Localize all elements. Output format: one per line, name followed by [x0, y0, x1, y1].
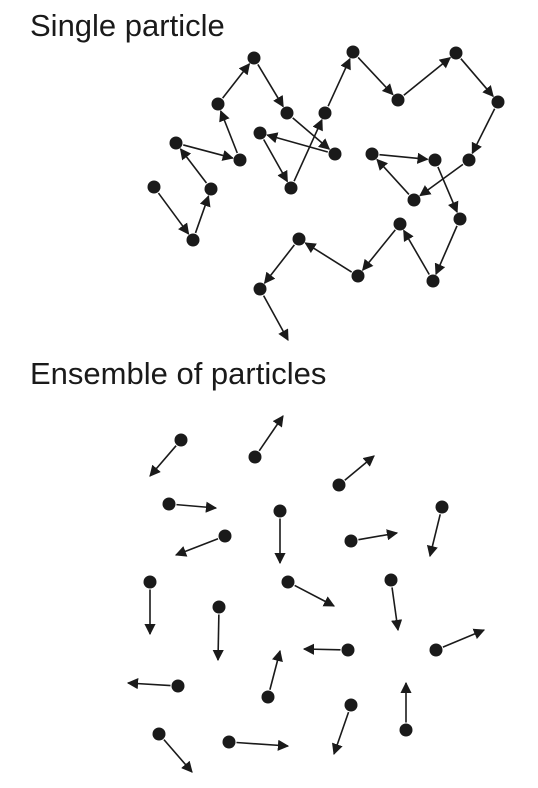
- walk-position-dot: [318, 106, 332, 120]
- ensemble-particle-dot: [174, 433, 188, 447]
- walk-step-arrow: [460, 58, 494, 98]
- walk-position-dot: [211, 97, 225, 111]
- walk-position-dot: [169, 136, 183, 150]
- particle-velocity-arrow: [344, 455, 375, 481]
- walk-step-arrow: [262, 139, 289, 183]
- walk-step-arrow: [219, 109, 239, 154]
- ensemble-of-particles-diagram: [126, 415, 486, 773]
- walk-step-arrow: [194, 195, 211, 234]
- particle-velocity-arrow: [269, 649, 283, 690]
- particle-velocity-arrow: [332, 711, 350, 756]
- walk-position-dot: [351, 269, 365, 283]
- ensemble-particle-dot: [332, 478, 346, 492]
- walk-position-dot: [204, 182, 218, 196]
- ensemble-particle-dot: [273, 504, 287, 518]
- ensemble-particle-dot: [152, 727, 166, 741]
- walk-position-dot: [453, 212, 467, 226]
- walk-step-arrow: [419, 163, 464, 197]
- particle-velocity-arrow: [163, 739, 193, 773]
- walk-position-dot: [247, 51, 261, 65]
- ensemble-particle-dot: [222, 735, 236, 749]
- ensemble-particle-dot: [171, 679, 185, 693]
- particle-velocity-arrow: [302, 643, 341, 655]
- walk-position-dot: [233, 153, 247, 167]
- walk-step-arrow: [304, 242, 353, 273]
- walk-position-dot: [253, 282, 267, 296]
- walk-position-dot: [280, 106, 294, 120]
- walk-position-dot: [449, 46, 463, 60]
- ensemble-particle-dot: [344, 698, 358, 712]
- walk-step-arrow: [327, 57, 351, 107]
- particle-velocity-arrow: [294, 584, 335, 607]
- walk-step-arrow: [262, 295, 289, 341]
- walk-step-arrow: [379, 152, 429, 164]
- walk-position-dot: [328, 147, 342, 161]
- ensemble-particle-dot: [212, 600, 226, 614]
- walk-position-dot: [346, 45, 360, 59]
- walk-step-arrow: [183, 144, 234, 161]
- walk-step-arrow: [362, 229, 396, 272]
- walk-step-arrow: [403, 229, 430, 275]
- walk-step-arrow: [357, 56, 394, 96]
- walk-step-arrow: [471, 108, 496, 155]
- particle-velocity-arrow: [391, 587, 403, 632]
- walk-position-dot: [253, 126, 267, 140]
- particle-velocity-arrow: [212, 614, 224, 662]
- walk-position-dot: [491, 95, 505, 109]
- walk-step-arrow: [157, 192, 190, 235]
- walk-position-dot: [365, 147, 379, 161]
- ensemble-particle-dot: [261, 690, 275, 704]
- walk-step-arrow: [437, 166, 459, 214]
- ensemble-particle-dot: [281, 575, 295, 589]
- particle-velocity-arrow: [126, 678, 171, 690]
- ensemble-particle-dot: [162, 497, 176, 511]
- walk-step-arrow: [403, 57, 452, 96]
- particle-velocity-arrow: [236, 739, 290, 751]
- walk-position-dot: [391, 93, 405, 107]
- particle-velocity-arrow: [258, 415, 284, 452]
- walk-step-arrow: [221, 63, 251, 99]
- particle-velocity-arrow: [426, 514, 441, 558]
- walk-step-arrow: [266, 132, 328, 153]
- walk-position-dot: [284, 181, 298, 195]
- walk-position-dot: [407, 193, 421, 207]
- particle-velocity-arrow: [174, 537, 219, 557]
- walk-step-arrow: [263, 244, 296, 284]
- walk-step-arrow: [434, 225, 458, 276]
- ensemble-particle-dot: [248, 450, 262, 464]
- ensemble-particle-dot: [399, 723, 413, 737]
- walk-position-dot: [428, 153, 442, 167]
- walk-step-arrow: [376, 158, 410, 196]
- walk-position-dot: [147, 180, 161, 194]
- particle-velocity-arrow: [358, 529, 399, 541]
- ensemble-particle-dot: [143, 575, 157, 589]
- walk-step-arrow: [293, 118, 323, 182]
- walk-position-dot: [292, 232, 306, 246]
- single-particle-title: Single particle: [30, 8, 225, 43]
- walk-position-dot: [426, 274, 440, 288]
- ensemble-particle-dot: [218, 529, 232, 543]
- walk-step-arrow: [292, 117, 331, 150]
- ensemble-particle-dot: [435, 500, 449, 514]
- particle-velocity-arrow: [442, 628, 486, 648]
- walk-step-arrow: [179, 148, 208, 184]
- walk-position-dot: [186, 233, 200, 247]
- walk-position-dot: [393, 217, 407, 231]
- walk-position-dot: [462, 153, 476, 167]
- ensemble-particle-dot: [384, 573, 398, 587]
- ensemble-particle-dot: [341, 643, 355, 657]
- ensemble-particle-dot: [429, 643, 443, 657]
- ensemble-particle-dot: [344, 534, 358, 548]
- particle-velocity-arrow: [176, 501, 218, 513]
- walk-step-arrow: [257, 64, 284, 108]
- particle-velocity-arrow: [149, 445, 177, 477]
- ensemble-title: Ensemble of particles: [30, 356, 327, 391]
